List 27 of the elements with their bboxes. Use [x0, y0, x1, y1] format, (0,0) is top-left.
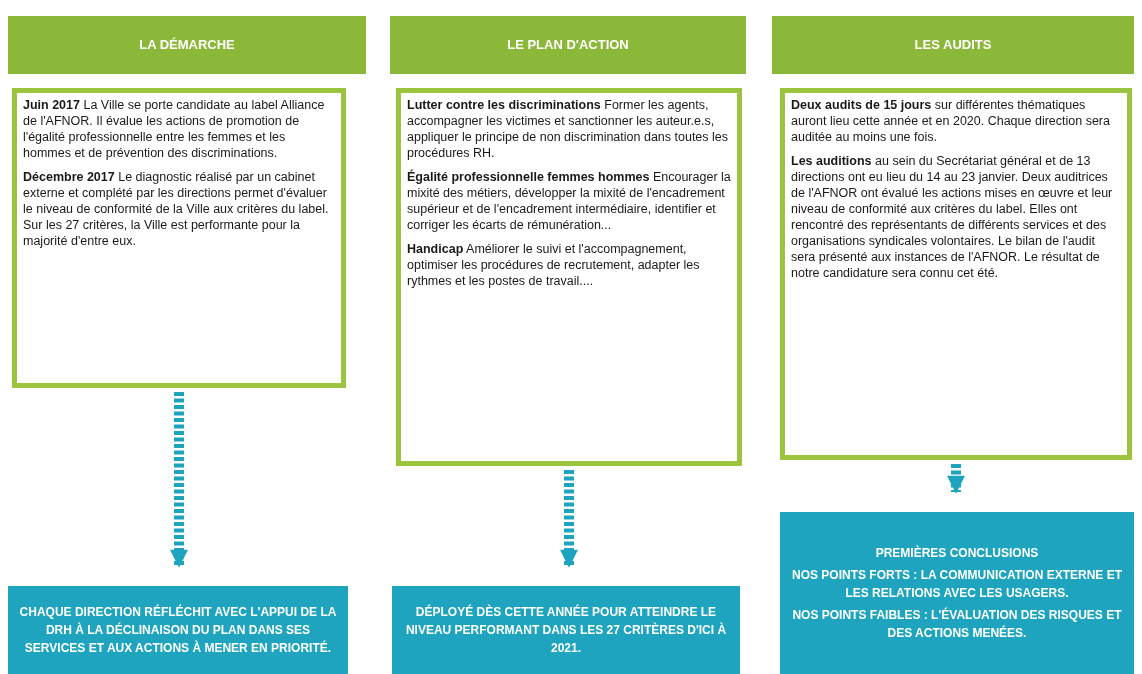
paragraph: Décembre 2017 Le diagnostic réalisé par un cabinet externe et complété par les directions permet d'évaluer le niveau de conformité de la Ville aux critères du label. Sur les 27 critères, la Ville est performante pour la majorité d'entre eux. — [23, 169, 330, 249]
conclusion-text: NOS POINTS FAIBLES : L'ÉVALUATION DES RISQUES ET DES ACTIONS MENÉES. — [791, 606, 1123, 642]
conclusion-text: NOS POINTS FORTS : LA COMMUNICATION EXTERNE ET LES RELATIONS AVEC LES USAGERS. — [791, 567, 1123, 602]
conclusion-text: PREMIÈRES CONCLUSIONS — [874, 544, 1040, 562]
arrow — [560, 470, 578, 568]
arrow — [947, 464, 965, 494]
paragraph: Les auditions au sein du Secrétariat général et de 13 directions ont eu lieu du 14 au 23 janvier. Deux auditrices de l'AFNOR ont évalué les actions mises en œuvre et leur niveau de conformité aux critères du label. Elles ont rencontré des représentants de différents services et des organisations syndicales volontaires. Le bilan de l'audit sera présenté aux instances de l'AFNOR. Le résultat de notre candidature sera connu cet été. — [791, 153, 1114, 281]
conclusion-box — [8, 586, 348, 674]
arrow — [170, 392, 188, 568]
paragraph: Juin 2017 La Ville se porte candidate au label Alliance de l'AFNOR. Il évalue les actions de promotion de l'égalité professionnelle entre les femmes et les hommes et de prévention des discriminations. — [23, 97, 326, 161]
heading-band — [8, 16, 366, 74]
conclusion-box — [780, 512, 1134, 674]
conclusion-text: DÉPLOYÉ DÈS CETTE ANNÉE POUR ATTEINDRE LE NIVEAU PERFORMANT DANS LES 27 CRITÈRES D'ICI À 2021. — [404, 603, 728, 657]
column-heading: LES AUDITS — [914, 36, 992, 55]
paragraph: Égalité professionnelle femmes hommes Encourager la mixité des métiers, développer la mixité de l'encadrement supérieur et de l'encadrement intermédiaire, identifier et corriger les écarts de rémunération... — [407, 169, 731, 233]
conclusion-box — [392, 586, 740, 674]
column-heading: LE PLAN D'ACTION — [507, 36, 629, 55]
heading-band — [390, 16, 746, 74]
paragraph: Deux audits de 15 jours sur différentes thématiques auront lieu cette année et en 2020. Chaque direction sera auditée au moins une fois. — [791, 97, 1111, 145]
paragraph: Lutter contre les discriminations Former les agents, accompagner les victimes et sanctionner les auteur.e.s, appliquer le principe de non discrimination dans toutes les procédures RH. — [407, 97, 730, 161]
heading-band — [772, 16, 1134, 74]
text-box — [780, 88, 1132, 460]
conclusion-text: CHAQUE DIRECTION RÉFLÉCHIT AVEC L'APPUI DE LA DRH À LA DÉCLINAISON DU PLAN DANS SES SERVICES ET AUX ACTIONS À MENER EN PRIORITÉ. — [18, 603, 338, 657]
paragraph: Handicap Améliorer le suivi et l'accompagnement, optimiser les procédures de recrutement, adapter les rythmes et les postes de travail.... — [407, 241, 701, 289]
text-box — [12, 88, 346, 388]
column-heading: LA DÉMARCHE — [139, 36, 235, 55]
text-box — [396, 88, 742, 466]
